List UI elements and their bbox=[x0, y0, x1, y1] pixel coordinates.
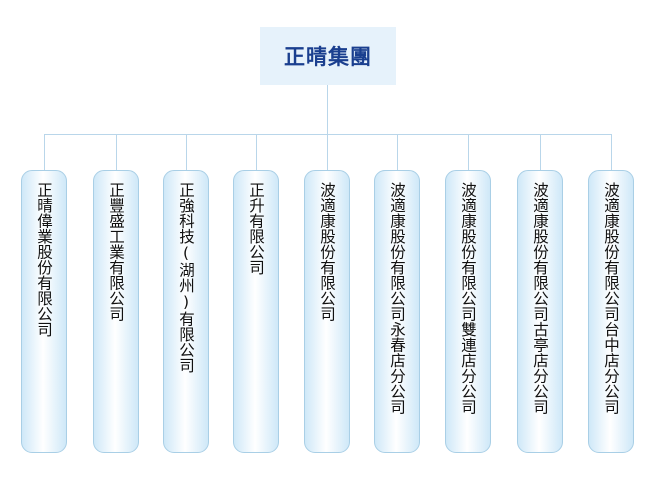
root-title: 正晴集團 bbox=[284, 45, 372, 69]
child-node: 正強科技(湖州)有限公司 bbox=[163, 170, 209, 453]
child-label: 波適康股份有限公司 bbox=[318, 182, 336, 322]
branch-connector bbox=[116, 134, 117, 170]
child-node: 波適康股份有限公司雙連店分公司 bbox=[445, 170, 491, 453]
child-node: 波適康股份有限公司永春店分公司 bbox=[374, 170, 420, 453]
child-label: 正強科技(湖州)有限公司 bbox=[177, 182, 195, 373]
child-node: 正豐盛工業有限公司 bbox=[93, 170, 139, 453]
branch-connector bbox=[611, 134, 612, 170]
horizontal-connector bbox=[44, 134, 612, 135]
child-node: 正升有限公司 bbox=[233, 170, 279, 453]
branch-connector bbox=[468, 134, 469, 170]
child-label: 正升有限公司 bbox=[247, 182, 265, 275]
child-node: 波適康股份有限公司古亭店分公司 bbox=[517, 170, 563, 453]
child-node: 波適康股份有限公司 bbox=[304, 170, 350, 453]
branch-connector bbox=[186, 134, 187, 170]
child-label: 正豐盛工業有限公司 bbox=[107, 182, 125, 322]
trunk-connector bbox=[327, 85, 328, 135]
branch-connector bbox=[540, 134, 541, 170]
branch-connector bbox=[397, 134, 398, 170]
child-label: 波適康股份有限公司台中店分公司 bbox=[602, 182, 620, 415]
child-label: 正晴偉業股份有限公司 bbox=[35, 182, 53, 337]
child-label: 波適康股份有限公司永春店分公司 bbox=[388, 182, 406, 415]
branch-connector bbox=[44, 134, 45, 170]
child-label: 波適康股份有限公司古亭店分公司 bbox=[531, 182, 549, 415]
child-label: 波適康股份有限公司雙連店分公司 bbox=[459, 182, 477, 415]
root-node: 正晴集團 bbox=[260, 27, 396, 85]
child-node: 波適康股份有限公司台中店分公司 bbox=[588, 170, 634, 453]
branch-connector bbox=[256, 134, 257, 170]
child-node: 正晴偉業股份有限公司 bbox=[21, 170, 67, 453]
branch-connector bbox=[327, 134, 328, 170]
